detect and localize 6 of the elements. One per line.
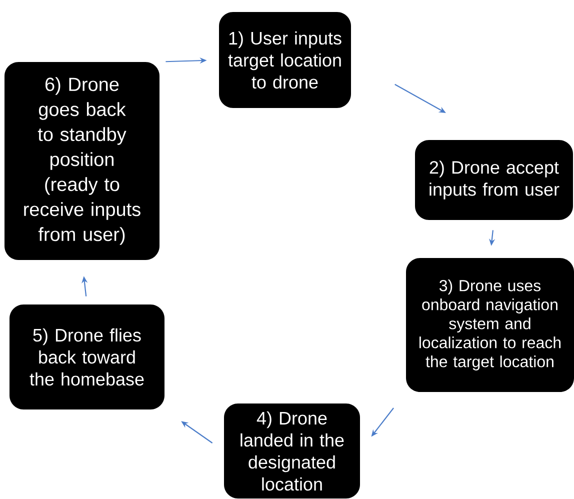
process-box: 1) User inputs target location to drone [219, 12, 351, 108]
process-box: 3) Drone uses onboard navigation system and localization to reach the target location [406, 258, 574, 392]
process-box: 2) Drone accept inputs from user [415, 140, 573, 220]
process-box: 5) Drone flies back toward the homebase [10, 304, 164, 410]
process-box: 4) Drone landed in the designated location [224, 404, 360, 498]
process-box: 6) Drone goes back to standby position (ready to receive inputs from user) [4, 62, 160, 260]
